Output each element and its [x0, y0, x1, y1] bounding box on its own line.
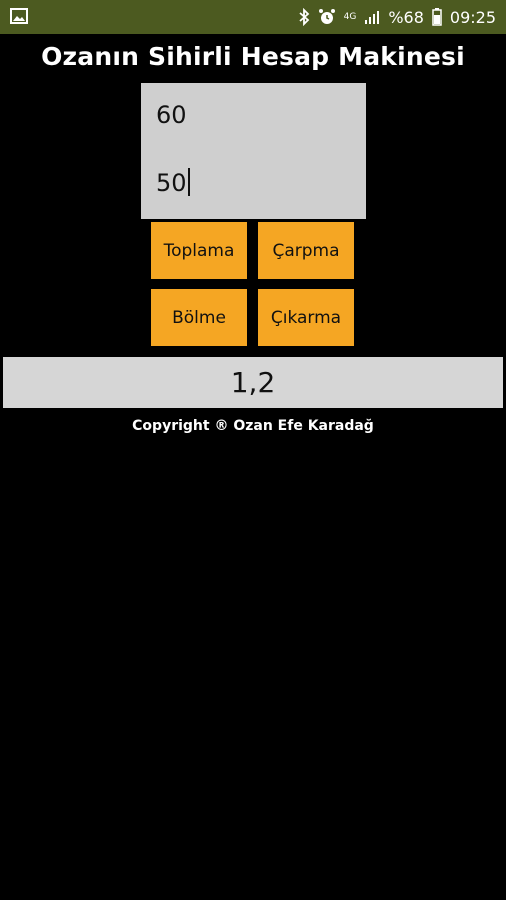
app-title: Ozanın Sihirli Hesap Makinesi — [41, 42, 465, 71]
alarm-icon — [318, 8, 336, 26]
clock: 09:25 — [449, 7, 496, 27]
multiply-button[interactable]: Çarpma — [258, 222, 354, 279]
first-number-value: 60 — [156, 101, 187, 129]
input-panel: 60 50 — [141, 83, 366, 219]
divide-button[interactable]: Bölme — [151, 289, 247, 346]
status-bar: 4G %68 09:25 — [0, 0, 506, 34]
gallery-notification-icon — [10, 8, 28, 24]
status-icons: 4G %68 09:25 — [298, 6, 496, 28]
result-display: 1,2 — [3, 357, 503, 408]
subtract-button[interactable]: Çıkarma — [258, 289, 354, 346]
network-type-label: 4G — [343, 12, 357, 22]
add-button[interactable]: Toplama — [151, 222, 247, 279]
second-number-input[interactable]: 50 — [156, 168, 190, 197]
bluetooth-icon — [298, 8, 310, 26]
signal-icon — [364, 9, 380, 25]
first-number-input[interactable]: 60 — [156, 101, 187, 129]
second-number-value: 50 — [156, 169, 187, 197]
copyright-text: Copyright ® Ozan Efe Karadağ — [132, 418, 374, 434]
battery-percentage: %68 — [388, 7, 424, 27]
battery-icon — [432, 8, 442, 26]
text-cursor — [187, 168, 190, 196]
